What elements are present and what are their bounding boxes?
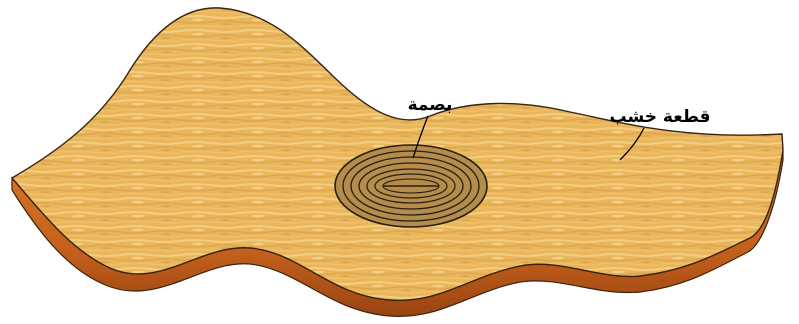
wood-piece-label: قطعة خشب [609, 107, 710, 127]
fingerprint-label: بصمة [408, 95, 453, 115]
fingerprint-mark [335, 145, 487, 227]
